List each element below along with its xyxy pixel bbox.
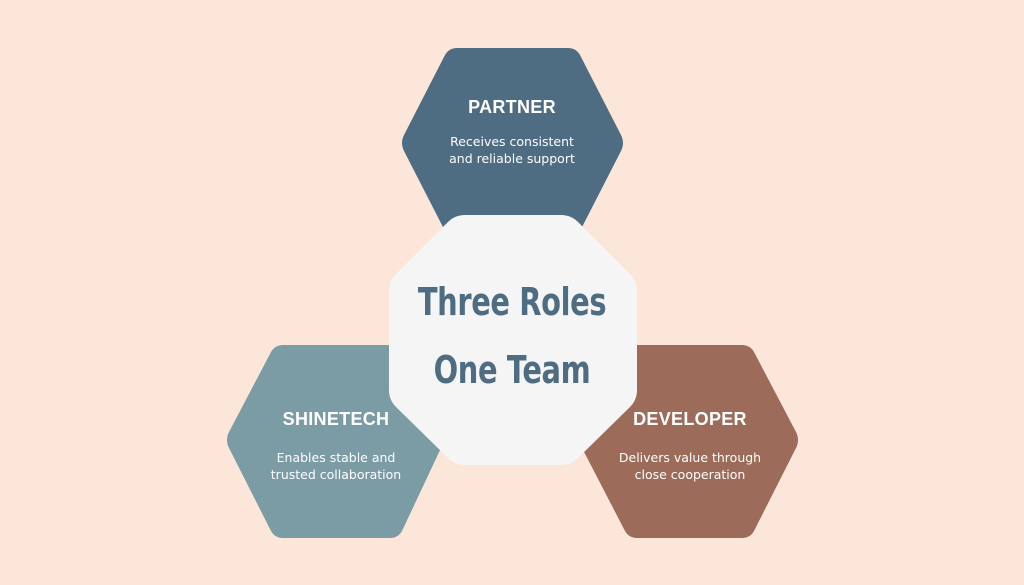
center-title-line-1: Three Roles — [417, 280, 607, 324]
shinetech-hexagon — [227, 345, 443, 538]
shinetech-description: Enables stable and trusted collaboration — [236, 449, 436, 483]
developer-description-line-1: Delivers value through — [618, 450, 762, 465]
partner-hexagon — [402, 48, 623, 238]
center-octagon — [389, 215, 637, 465]
partner-description-line-1: Receives consistent — [450, 134, 574, 149]
shinetech-title: SHINETECH — [282, 409, 390, 429]
partner-description: Receives consistent and reliable support — [412, 133, 612, 167]
developer-description: Delivers value through close cooperation — [590, 449, 790, 483]
shinetech-description-line-2: trusted collaboration — [270, 467, 402, 482]
center-title-line-2: One Team — [433, 348, 591, 392]
partner-description-line-2: and reliable support — [449, 151, 575, 166]
developer-description-line-2: close cooperation — [634, 467, 746, 482]
shinetech-description-line-1: Enables stable and — [276, 450, 396, 465]
partner-title: PARTNER — [468, 97, 556, 117]
developer-title: DEVELOPER — [633, 409, 747, 429]
